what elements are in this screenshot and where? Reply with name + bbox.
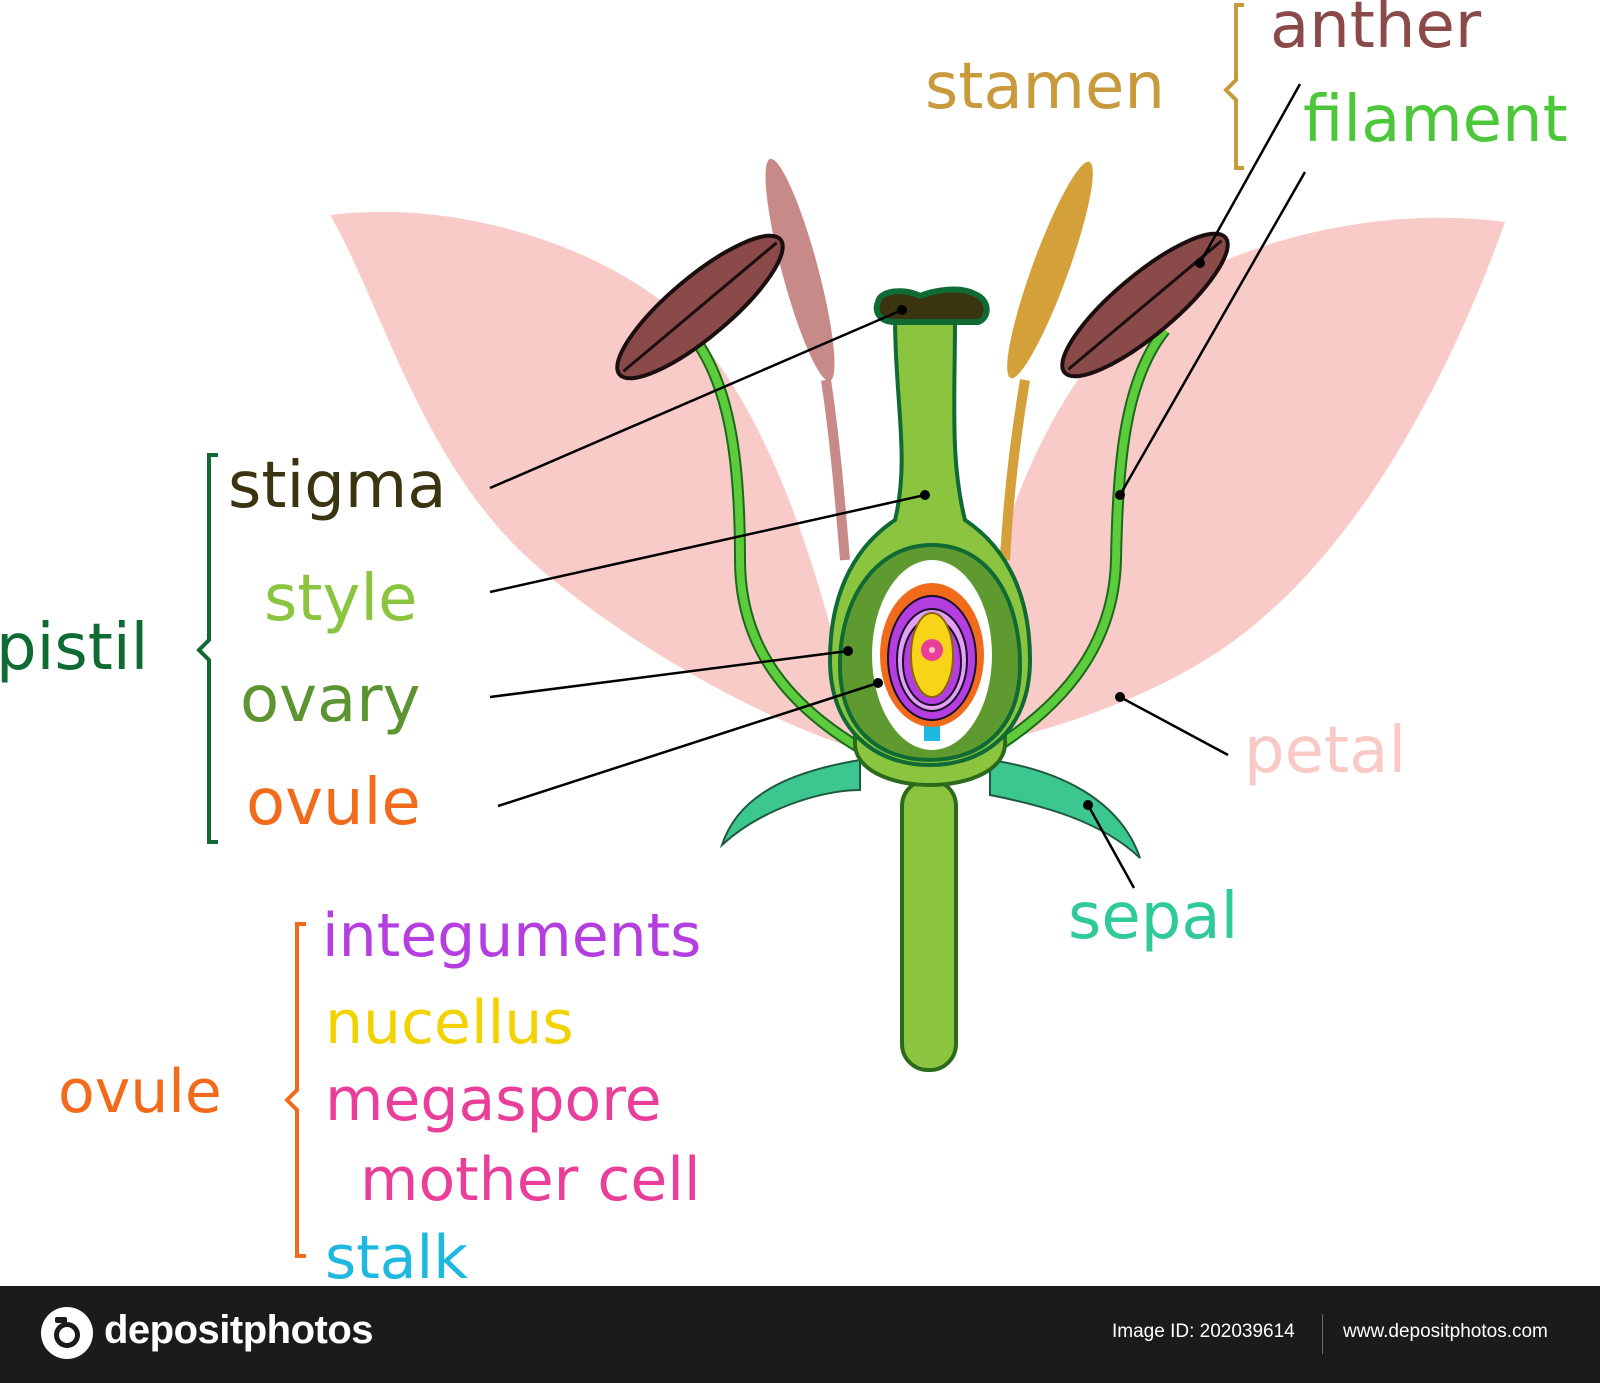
leader-filament bbox=[1118, 171, 1307, 496]
label-sepal: sepal bbox=[1068, 880, 1239, 954]
label-style: style bbox=[264, 562, 418, 636]
label-petal: petal bbox=[1244, 714, 1407, 788]
filament-left-inner bbox=[684, 327, 863, 752]
label-stamen: stamen bbox=[925, 50, 1165, 124]
site-url[interactable]: www.depositphotos.com bbox=[1343, 1321, 1548, 1342]
petal-left-shape bbox=[330, 211, 860, 750]
label-ovary: ovary bbox=[240, 663, 421, 737]
ovule-brace bbox=[284, 922, 306, 1258]
label-mother-cell: mother cell bbox=[360, 1145, 701, 1215]
leader-style bbox=[489, 493, 926, 594]
brand-name: depositphotos bbox=[104, 1308, 374, 1352]
flower-diagram: stamen anther filament pistil stigma sty… bbox=[0, 0, 1568, 1293]
camera-logo-icon bbox=[41, 1307, 93, 1359]
leader-petal bbox=[1119, 695, 1229, 757]
label-integuments: integuments bbox=[322, 901, 702, 971]
leader-ovary bbox=[489, 649, 849, 699]
image-id: Image ID: 202039614 bbox=[1112, 1321, 1295, 1342]
filament-right-inner bbox=[992, 327, 1169, 752]
label-ovule: ovule bbox=[246, 766, 421, 840]
leader-sepal bbox=[1086, 804, 1136, 889]
leader-anther bbox=[1198, 83, 1302, 264]
back-filament-left bbox=[821, 379, 850, 561]
leader-ovule bbox=[497, 681, 879, 808]
leader-stigma bbox=[489, 308, 903, 490]
stem-shape bbox=[900, 778, 958, 1072]
petal-right-shape bbox=[960, 217, 1505, 751]
back-filament-right bbox=[1000, 379, 1030, 561]
label-stigma: stigma bbox=[228, 449, 447, 523]
leader-lines bbox=[489, 83, 1307, 889]
label-megaspore: megaspore bbox=[325, 1065, 662, 1135]
flower-illustration bbox=[196, 3, 1505, 1258]
sepal-right-shape bbox=[989, 758, 1141, 859]
label-ovule-group: ovule bbox=[58, 1057, 222, 1127]
back-anther-left bbox=[765, 158, 835, 382]
back-anther-right bbox=[1007, 161, 1093, 379]
footer-bar: depositphotos Image ID: 202039614 www.de… bbox=[0, 1286, 1600, 1383]
label-anther: anther bbox=[1270, 0, 1482, 63]
label-pistil: pistil bbox=[0, 611, 149, 685]
stamen-brace bbox=[1223, 3, 1244, 170]
pistil-brace bbox=[196, 453, 218, 844]
sepal-left-shape bbox=[719, 758, 861, 849]
stigma-shape bbox=[873, 286, 990, 325]
footer-divider bbox=[1322, 1314, 1323, 1354]
label-nucellus: nucellus bbox=[325, 988, 574, 1058]
label-stalk: stalk bbox=[325, 1223, 468, 1293]
label-filament: filament bbox=[1303, 83, 1568, 157]
anther-left-shape bbox=[615, 233, 785, 381]
